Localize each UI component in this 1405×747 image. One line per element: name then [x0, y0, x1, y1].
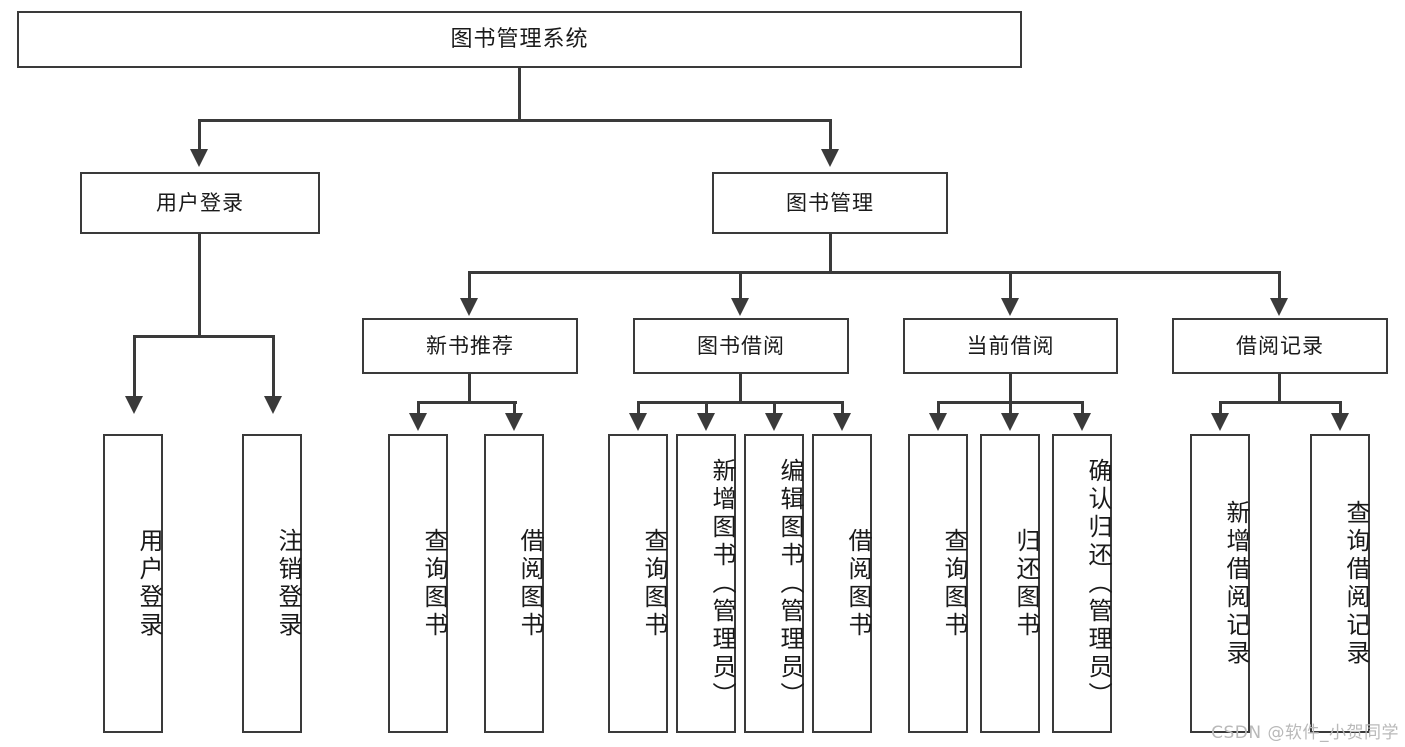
node-label: 确认归还（管理员） [1084, 457, 1112, 710]
arrowhead-leaf-user-logout [264, 396, 282, 414]
node-label: 查询图书 [640, 527, 668, 640]
leaf-current-return-book[interactable]: 归还图书 [980, 434, 1040, 733]
connector-bookmgmt-drop-4 [1278, 271, 1281, 299]
arrowhead-leaf-bb-borrow [833, 413, 851, 431]
arrowhead-node-record [1270, 298, 1288, 316]
leaf-newbook-borrow-book[interactable]: 借阅图书 [484, 434, 544, 733]
arrowhead-leaf-user-login [125, 396, 143, 414]
node-label: 编辑图书（管理员） [776, 457, 804, 710]
node-label: 注销登录 [274, 527, 302, 640]
connector-current-stem [1009, 374, 1012, 402]
node-book-borrow[interactable]: 图书借阅 [633, 318, 849, 374]
connector-record-stem [1278, 374, 1281, 402]
leaf-record-query-record[interactable]: 查询借阅记录 [1310, 434, 1370, 733]
connector-bookmgmt-drop-3 [1009, 271, 1012, 299]
connector-userlogin-stem [198, 234, 201, 336]
arrowhead-leaf-cb-query [929, 413, 947, 431]
connector-current-drop-2 [1009, 401, 1012, 414]
node-label: 新书推荐 [426, 333, 514, 358]
arrowhead-leaf-nb-borrow [505, 413, 523, 431]
node-label: 用户登录 [156, 190, 244, 215]
node-label: 当前借阅 [966, 333, 1055, 358]
leaf-current-confirm-return-admin[interactable]: 确认归还（管理员） [1052, 434, 1112, 733]
connector-borrow-drop-2 [705, 401, 708, 414]
connector-userlogin-drop-2 [272, 335, 275, 397]
node-label: 查询图书 [940, 527, 968, 640]
node-label: 新增图书（管理员） [708, 457, 736, 710]
leaf-user-login[interactable]: 用户登录 [103, 434, 163, 733]
connector-newbook-drop-1 [417, 401, 420, 414]
arrowhead-leaf-bb-query [629, 413, 647, 431]
arrowhead-leaf-rec-query [1331, 413, 1349, 431]
node-user-login[interactable]: 用户登录 [80, 172, 320, 234]
connector-bookmgmt-drop-2 [739, 271, 742, 299]
node-borrow-record[interactable]: 借阅记录 [1172, 318, 1388, 374]
node-label: 借阅图书 [844, 527, 872, 640]
connector-newbook-bus [417, 401, 517, 404]
connector-borrow-stem [739, 374, 742, 402]
arrowhead-leaf-nb-query [409, 413, 427, 431]
leaf-record-add-record[interactable]: 新增借阅记录 [1190, 434, 1250, 733]
leaf-user-logout[interactable]: 注销登录 [242, 434, 302, 733]
connector-record-drop-1 [1219, 401, 1222, 414]
node-label: 用户登录 [135, 527, 163, 640]
connector-bookmgmt-bus [468, 271, 1280, 274]
connector-record-bus [1219, 401, 1341, 404]
connector-newbook-stem [468, 374, 471, 402]
node-new-book-recommend[interactable]: 新书推荐 [362, 318, 578, 374]
connector-record-drop-2 [1339, 401, 1342, 414]
arrowhead-leaf-cb-confirm [1073, 413, 1091, 431]
connector-bookmgmt-stem [829, 234, 832, 272]
node-label: 借阅记录 [1236, 333, 1324, 358]
leaf-borrow-borrow-book[interactable]: 借阅图书 [812, 434, 872, 733]
arrowhead-node-borrow [731, 298, 749, 316]
leaf-borrow-query-book[interactable]: 查询图书 [608, 434, 668, 733]
node-label: 新增借阅记录 [1222, 499, 1250, 668]
arrowhead-leaf-bb-edit [765, 413, 783, 431]
node-current-borrow[interactable]: 当前借阅 [903, 318, 1118, 374]
csdn-watermark: CSDN @软件_小贺同学 [1211, 723, 1399, 743]
connector-root-bus [198, 119, 830, 122]
leaf-newbook-query-book[interactable]: 查询图书 [388, 434, 448, 733]
connector-bookmgmt-drop-1 [468, 271, 471, 299]
connector-userlogin-bus [133, 335, 275, 338]
node-label: 查询借阅记录 [1342, 499, 1370, 668]
arrowhead-book-mgmt [821, 149, 839, 167]
connector-current-drop-1 [937, 401, 940, 414]
connector-borrow-drop-1 [637, 401, 640, 414]
node-label: 图书借阅 [697, 333, 785, 358]
connector-current-drop-3 [1081, 401, 1084, 414]
node-label: 图书管理系统 [450, 26, 589, 52]
leaf-borrow-edit-book-admin[interactable]: 编辑图书（管理员） [744, 434, 804, 733]
node-label: 借阅图书 [516, 527, 544, 640]
node-book-management[interactable]: 图书管理 [712, 172, 948, 234]
arrowhead-node-current [1001, 298, 1019, 316]
connector-borrow-drop-3 [773, 401, 776, 414]
leaf-borrow-add-book-admin[interactable]: 新增图书（管理员） [676, 434, 736, 733]
node-label: 归还图书 [1012, 527, 1040, 640]
arrowhead-leaf-rec-add [1211, 413, 1229, 431]
connector-borrow-drop-4 [841, 401, 844, 414]
connector-root-drop-book [829, 119, 832, 151]
connector-root-drop-user [198, 119, 201, 151]
arrowhead-leaf-bb-add [697, 413, 715, 431]
arrowhead-leaf-cb-return [1001, 413, 1019, 431]
arrowhead-node-new-book [460, 298, 478, 316]
node-root-system[interactable]: 图书管理系统 [17, 11, 1022, 68]
connector-userlogin-drop-1 [133, 335, 136, 397]
connector-newbook-drop-2 [513, 401, 516, 414]
leaf-current-query-book[interactable]: 查询图书 [908, 434, 968, 733]
node-label: 图书管理 [786, 190, 874, 215]
connector-root-stem [518, 68, 521, 120]
arrowhead-user-login [190, 149, 208, 167]
node-label: 查询图书 [420, 527, 448, 640]
connector-borrow-bus [637, 401, 843, 404]
